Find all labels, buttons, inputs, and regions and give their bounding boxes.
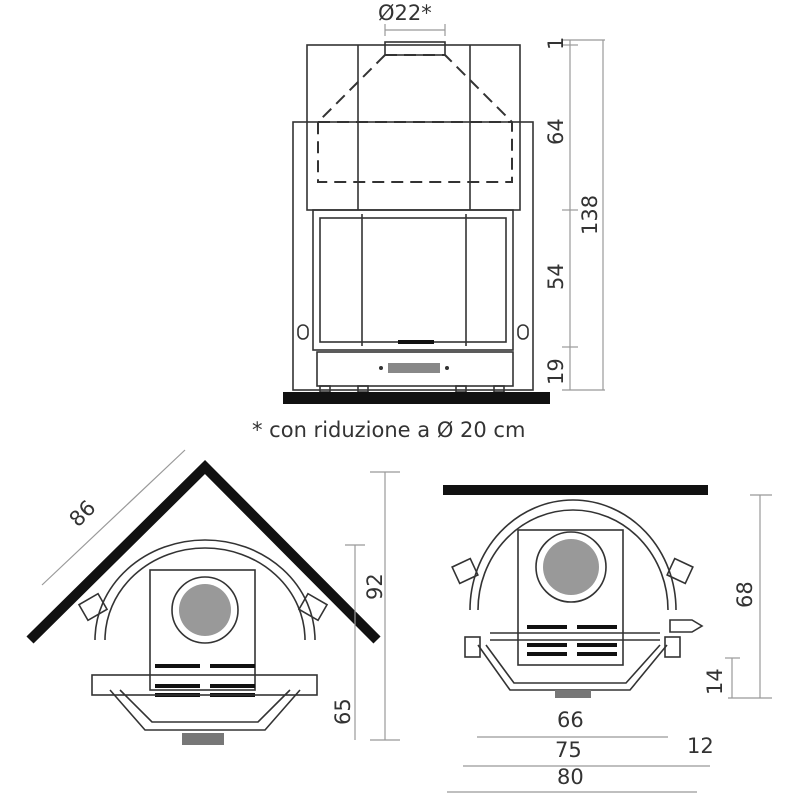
dim-92: 92	[363, 573, 387, 600]
dim-65: 65	[331, 698, 355, 725]
air-vent	[388, 363, 440, 373]
body	[292, 121, 534, 391]
dim-1: 1	[544, 37, 568, 50]
corner-plan-view: 86 92 65	[26, 449, 400, 745]
dim-66: 66	[557, 708, 584, 732]
dim-86: 86	[65, 496, 101, 532]
dim-54: 54	[544, 263, 568, 290]
dim-12: 12	[687, 734, 714, 758]
dim-64: 64	[544, 118, 568, 145]
front-view: Ø22* 1 64 138 54 19 *	[252, 1, 605, 442]
dim-19: 19	[544, 358, 568, 385]
ash-drawer	[316, 351, 514, 387]
dim-14: 14	[703, 668, 727, 695]
floor	[283, 392, 550, 404]
wall-plan-view: 68 14 66 75 12 80	[443, 485, 772, 793]
dim-68: 68	[733, 581, 757, 608]
corner-walls	[26, 459, 381, 644]
dim-75: 75	[555, 738, 582, 762]
dim-138: 138	[578, 195, 602, 235]
dim-80: 80	[557, 765, 584, 789]
back-wall	[443, 485, 708, 495]
footnote: * con riduzione a Ø 20 cm	[252, 418, 525, 442]
flue-collar	[384, 41, 446, 56]
feet	[319, 385, 505, 393]
flue-diameter-label: Ø22*	[378, 1, 432, 25]
glass-door	[312, 209, 514, 351]
upper-hood	[306, 44, 521, 211]
